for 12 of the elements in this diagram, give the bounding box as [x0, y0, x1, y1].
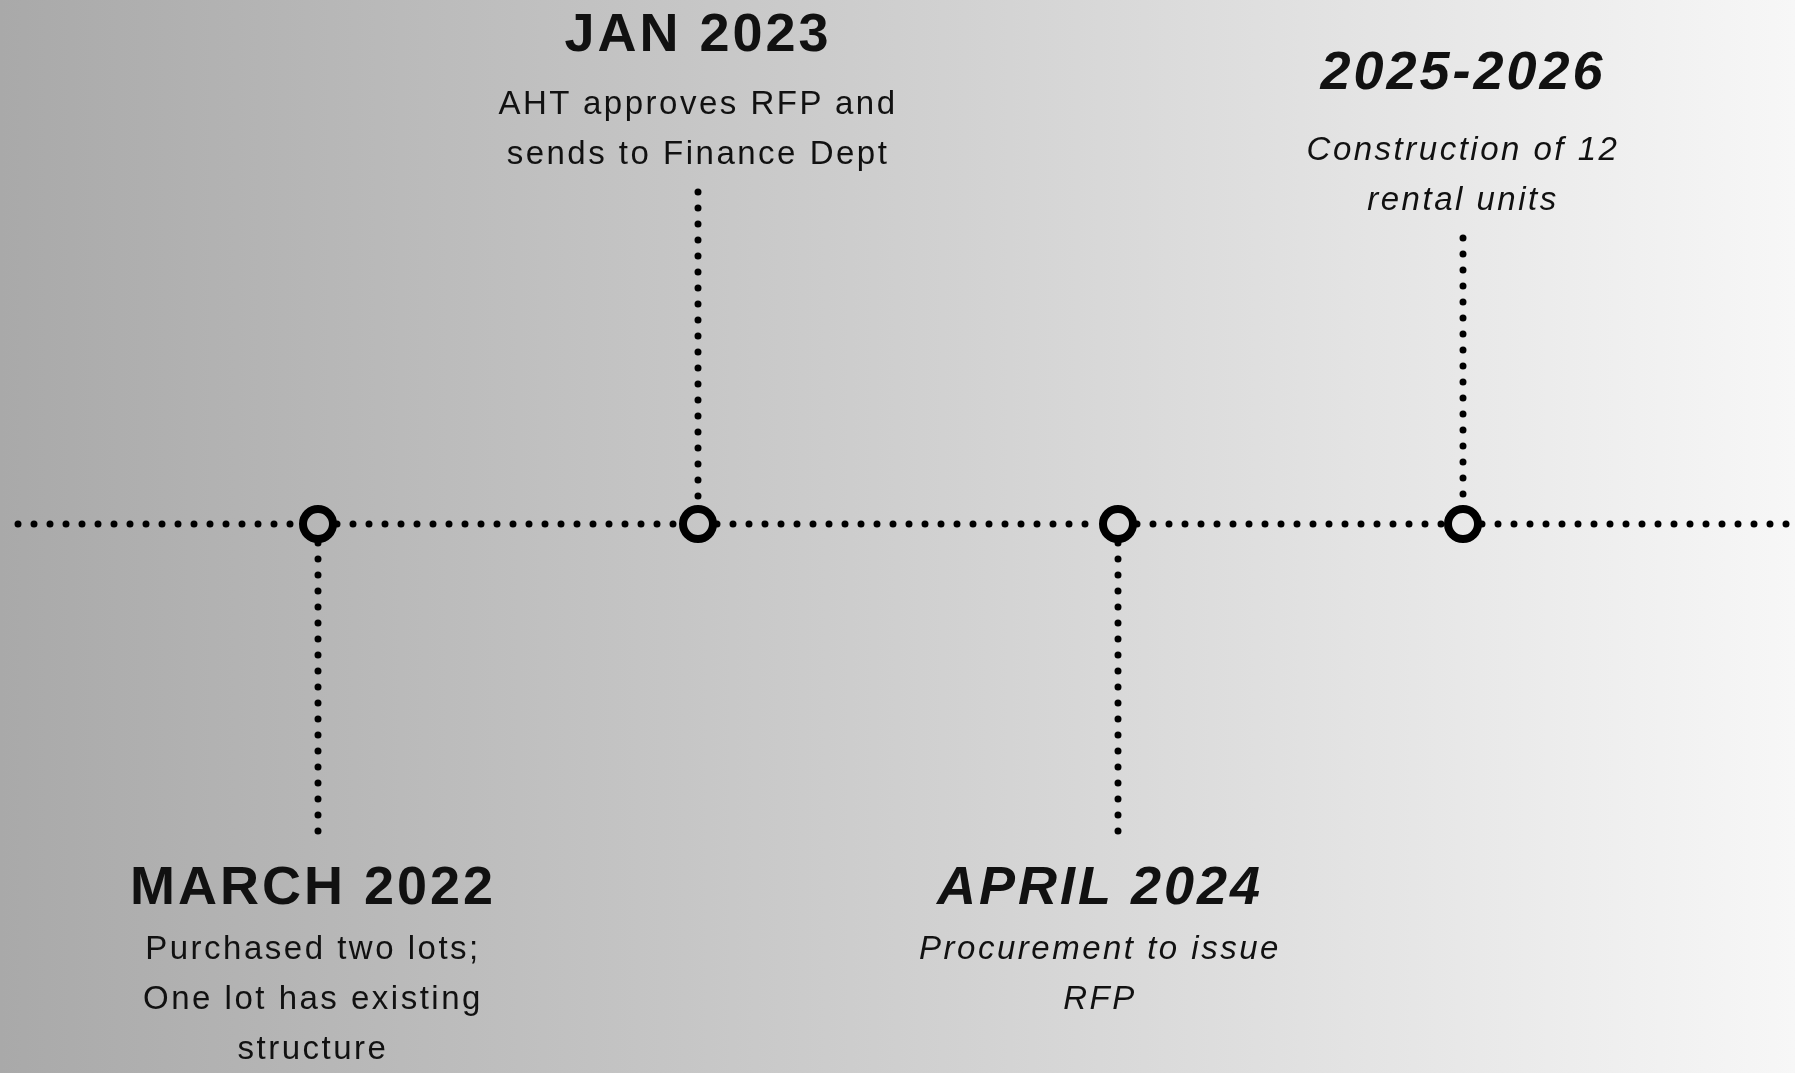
- timeline-date: JAN 2023: [564, 1, 832, 64]
- timeline-marker: [299, 505, 337, 543]
- timeline-marker: [1099, 505, 1137, 543]
- event-description: Purchased two lots; One lot has existing structure: [142, 928, 484, 1068]
- timeline-date: 2025-2026: [1320, 39, 1606, 102]
- event-description: Procurement to issue RFP: [918, 928, 1282, 1018]
- timeline-marker: [1444, 505, 1482, 543]
- event-description: Construction of 12 rental units: [1305, 129, 1621, 219]
- timeline-date: APRIL 2024: [936, 854, 1264, 917]
- timeline-date: MARCH 2022: [129, 854, 497, 917]
- event-description: AHT approves RFP and sends to Finance Dept: [497, 83, 899, 173]
- timeline-marker: [679, 505, 717, 543]
